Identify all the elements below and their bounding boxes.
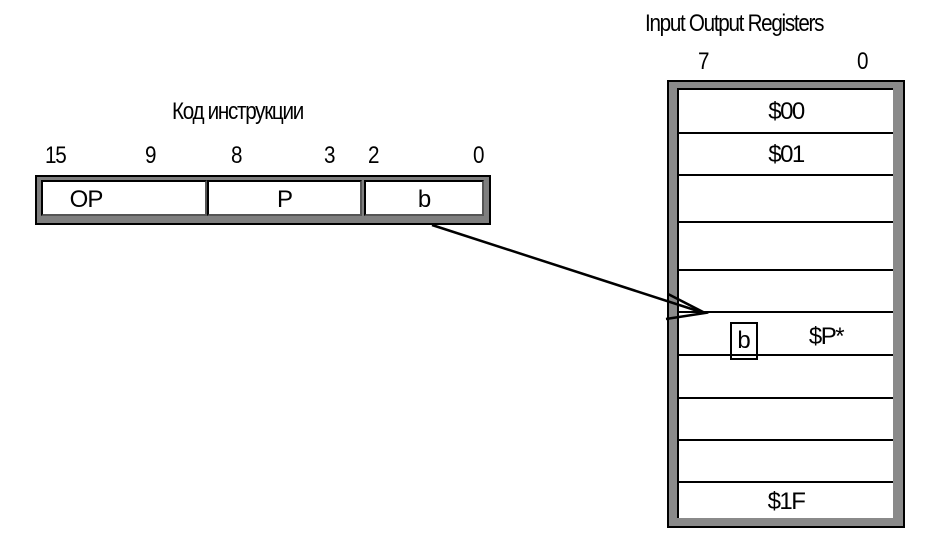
field-b: b (364, 180, 484, 216)
field-b-label: b (417, 186, 431, 213)
bit-number-0: 0 (473, 142, 484, 169)
target-bit-box: b (730, 322, 758, 360)
field-op: OP (41, 180, 207, 216)
register-divider (679, 481, 893, 483)
instruction-word: OP P b (35, 175, 491, 225)
field-p: P (207, 180, 362, 216)
arrow-shaft (431, 223, 705, 315)
bit-number-8: 8 (231, 142, 242, 169)
register-1f: $1F (767, 488, 806, 515)
register-divider (679, 397, 893, 399)
registers-title: Input Output Registers (645, 10, 824, 37)
bit-number-9: 9 (145, 142, 156, 169)
bit-number-2: 2 (368, 142, 379, 169)
register-divider (679, 221, 893, 223)
register-divider (679, 269, 893, 271)
bit-number-15: 15 (45, 142, 67, 169)
register-target: $P* (808, 323, 845, 350)
register-bit-high: 7 (698, 48, 709, 75)
register-divider (679, 132, 893, 134)
register-divider (679, 311, 893, 313)
register-00: $00 (768, 98, 805, 125)
field-op-label: OP (69, 186, 104, 213)
register-divider (679, 354, 893, 356)
instruction-title: Код инструкции (172, 98, 304, 125)
io-register-file: $00 $01 b $P* $1F (667, 80, 905, 528)
field-p-label: P (276, 186, 293, 213)
register-divider (679, 174, 893, 176)
io-register-cells: $00 $01 b $P* $1F (677, 88, 893, 518)
register-bit-low: 0 (857, 48, 868, 75)
bit-number-3: 3 (324, 142, 335, 169)
register-01: $01 (768, 141, 805, 168)
register-divider (679, 439, 893, 441)
